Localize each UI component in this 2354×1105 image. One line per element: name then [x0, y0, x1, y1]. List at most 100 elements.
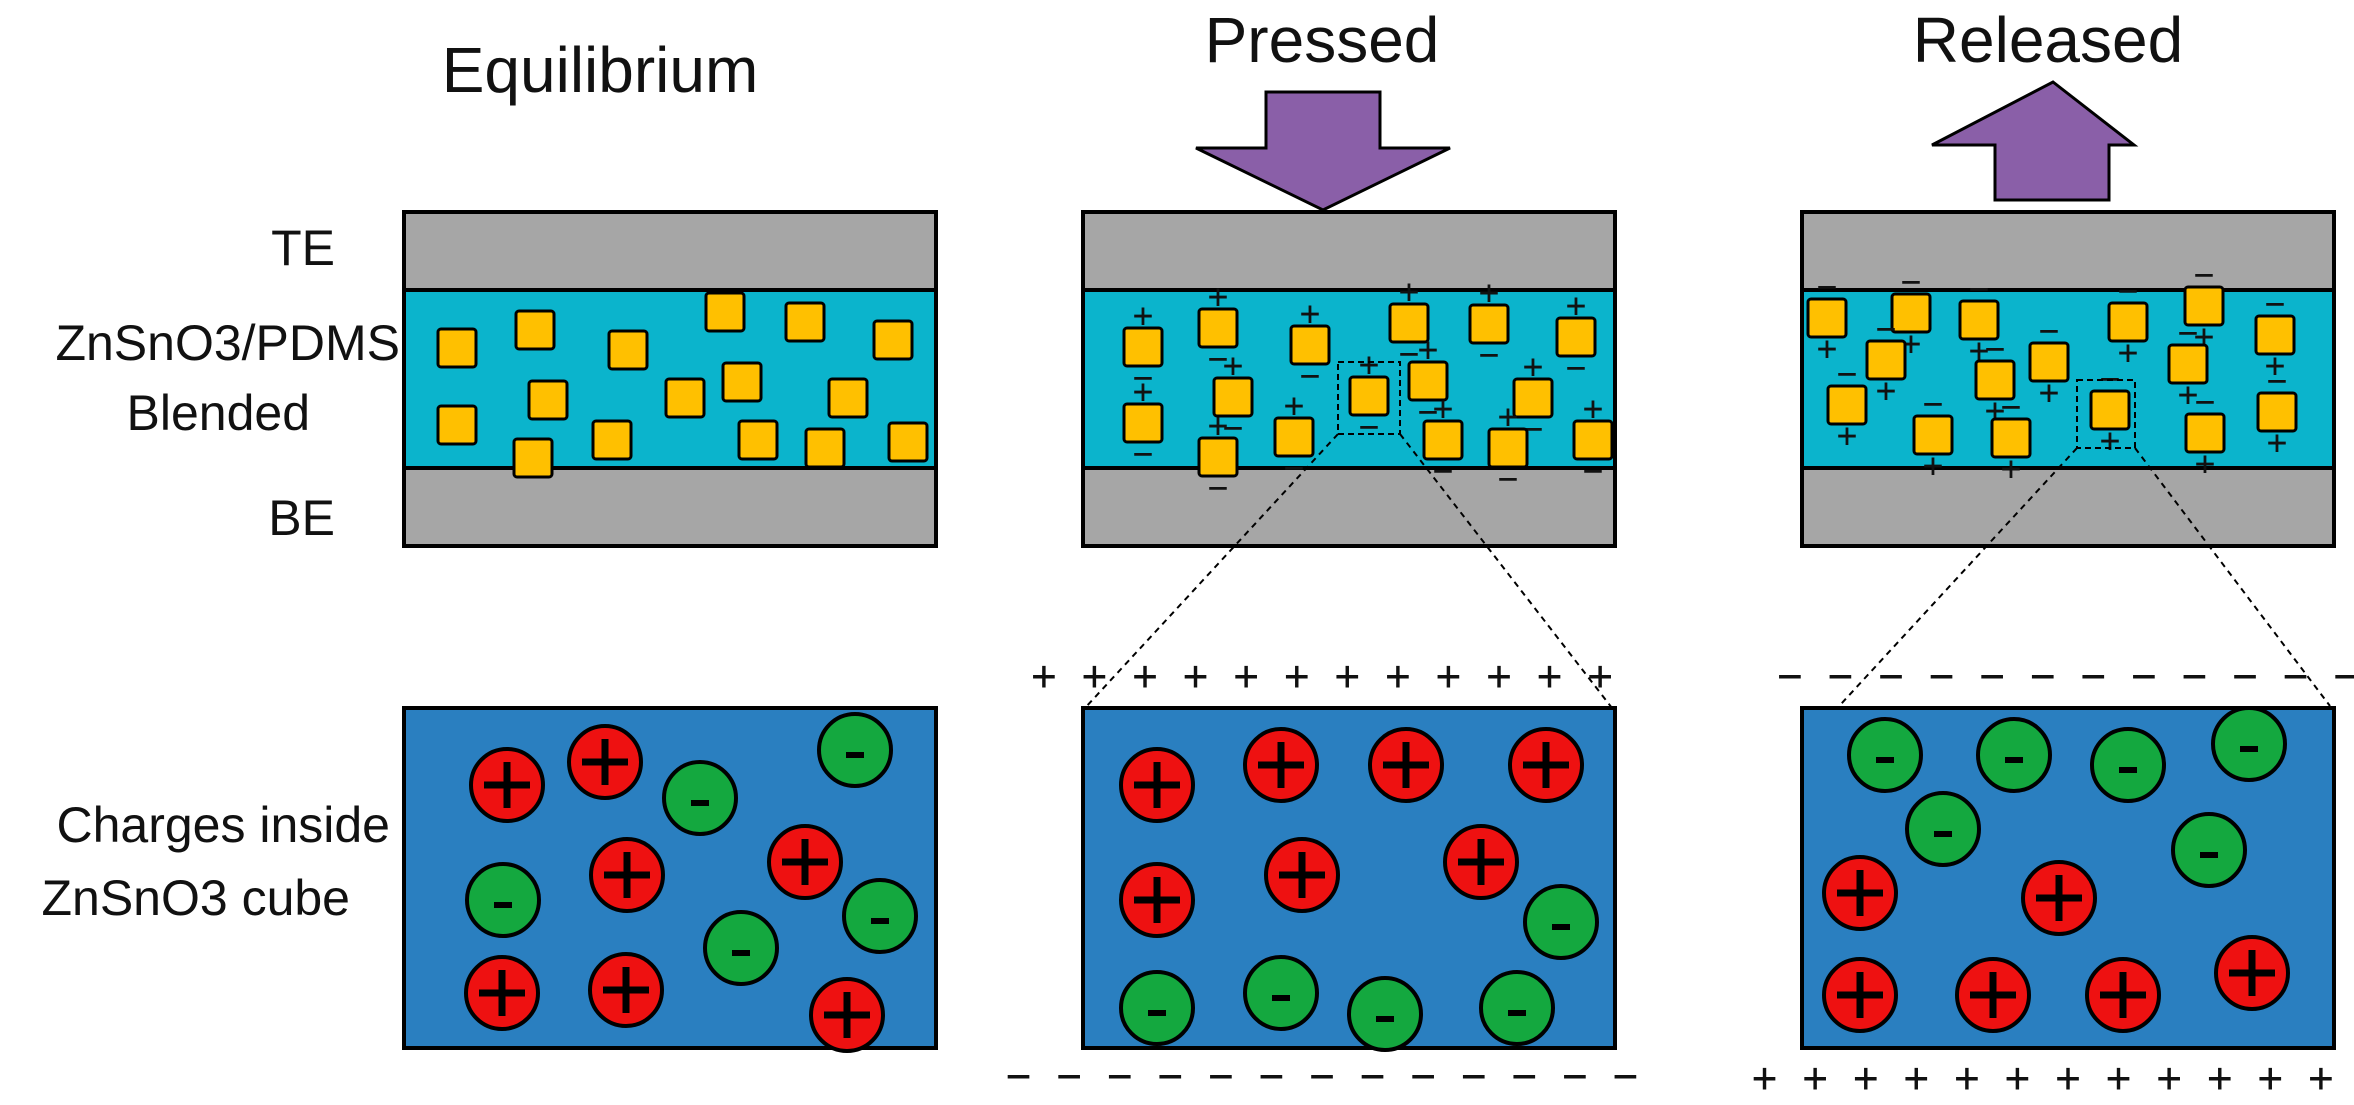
minus-sign: −: [1133, 358, 1153, 398]
plus-sign: +: [1223, 346, 1243, 386]
znsno3-cube: [436, 404, 478, 446]
znsno3-cube: [1512, 377, 1554, 419]
minus-sign: [1552, 924, 1570, 930]
released-arrow-icon: [1931, 80, 2139, 202]
znsno3-cube: [664, 377, 706, 419]
znsno3-cube: [1806, 297, 1848, 339]
pressed-top-surface-charges: + + + + + + + + + + + +: [1031, 651, 1613, 700]
label-be: BE: [268, 490, 335, 546]
znsno3-cube: [1826, 384, 1868, 426]
znsno3-cube: [1348, 375, 1390, 417]
label-charges-line2: ZnSnO3 cube: [41, 870, 350, 926]
minus-sign: −: [1837, 354, 1857, 394]
plus-sign: +: [2100, 421, 2120, 461]
plus-sign: +: [1817, 329, 1837, 369]
minus-sign: −: [1566, 348, 1586, 388]
minus-sign: [732, 950, 750, 956]
plus-sign: +: [2178, 375, 2198, 415]
minus-sign: −: [2001, 387, 2021, 427]
znsno3-cube: [591, 419, 633, 461]
plus-sign: +: [2195, 444, 2215, 484]
negative-charge: [1523, 884, 1599, 960]
zoom-box: [2076, 379, 2136, 449]
znsno3-cube: [721, 361, 763, 403]
znsno3-cube: [887, 421, 929, 463]
znsno3-cube: [1555, 316, 1597, 358]
znsno3-cube: [1487, 427, 1529, 469]
znsno3-cube: [1572, 419, 1614, 461]
plus-sign: +: [1133, 296, 1153, 336]
znsno3-cube: [1273, 416, 1315, 458]
negative-charge: [703, 910, 779, 986]
znsno3-cube: [2254, 314, 2296, 356]
znsno3-cube: [514, 309, 556, 351]
znsno3-cube: [2184, 412, 2226, 454]
plus-sign: [1153, 762, 1161, 808]
pressed-arrow-icon: [1195, 90, 1451, 212]
znsno3-cube: [737, 419, 779, 461]
znsno3-cube: [2183, 285, 2225, 327]
label-te: TE: [271, 220, 335, 276]
minus-sign: [2005, 757, 2023, 763]
plus-sign: [623, 852, 631, 898]
minus-sign: −: [2265, 284, 2285, 324]
plus-sign: +: [1523, 347, 1543, 387]
title-released: Released: [1913, 4, 2183, 76]
zoom-box: [1337, 361, 1401, 435]
zoom-lines: [1084, 433, 2331, 743]
plus-sign: +: [2267, 423, 2287, 463]
znsno3-cube: [1990, 417, 2032, 459]
minus-sign: −: [1284, 448, 1304, 488]
minus-sign: −: [1923, 384, 1943, 424]
znsno3-cube: [827, 377, 869, 419]
negative-charge: [2090, 727, 2166, 803]
znsno3-cube: [2167, 343, 2209, 385]
released-top-surface-charges: − − − − − − − − − − − −: [1777, 651, 2354, 700]
znsno3-cube: [2028, 341, 2070, 383]
label-blended: Blended: [127, 385, 311, 441]
znsno3-cube: [436, 327, 478, 369]
plus-sign: +: [1359, 345, 1379, 385]
plus-sign: +: [2118, 333, 2138, 373]
top-electrode: [1081, 210, 1617, 292]
minus-sign: −: [2267, 361, 2287, 401]
minus-sign: −: [2178, 313, 2198, 353]
negative-charge: [1119, 970, 1195, 1046]
plus-sign: +: [2265, 346, 2285, 386]
plus-sign: [1856, 972, 1864, 1018]
cubes-released: −+−+−+−+−+−+−+−+−+−+−+−+−+−+−+−+: [1806, 255, 2298, 489]
znsno3-cube: [804, 427, 846, 469]
plus-sign: [1856, 870, 1864, 916]
bottom-electrode: [1800, 466, 2336, 548]
minus-sign: −: [1498, 459, 1518, 499]
znsno3-cube: [607, 329, 649, 371]
negative-charge: [662, 760, 738, 836]
znsno3-cube: [1212, 376, 1254, 418]
plus-sign: [1277, 742, 1285, 788]
plus-sign: +: [1133, 372, 1153, 412]
plus-sign: +: [1208, 406, 1228, 446]
minus-sign: −: [1208, 339, 1228, 379]
minus-sign: [1508, 1010, 1526, 1016]
minus-sign: [1876, 757, 1894, 763]
minus-sign: [2119, 767, 2137, 773]
znsno3-cube: [872, 319, 914, 361]
plus-sign: +: [1418, 330, 1438, 370]
negative-charge: [817, 712, 893, 788]
bottom-electrode: [402, 466, 938, 548]
device-equilibrium: [402, 210, 938, 548]
plus-sign: +: [1566, 286, 1586, 326]
znsno3-cube: [1912, 414, 1954, 456]
znsno3-cube: [1122, 402, 1164, 444]
plus-sign: [1298, 852, 1306, 898]
charge-circles: [464, 706, 2290, 1053]
plus-sign: +: [1300, 294, 1320, 334]
negative-charge: [1976, 717, 2052, 793]
minus-sign: −: [1208, 468, 1228, 508]
znsno3-cube: [1422, 419, 1464, 461]
plus-sign: [1477, 839, 1485, 885]
minus-sign: −: [1583, 451, 1603, 491]
plus-sign: [2055, 875, 2063, 921]
plus-sign: [601, 739, 609, 785]
label-composite: ZnSnO3/PDMS: [55, 315, 400, 371]
